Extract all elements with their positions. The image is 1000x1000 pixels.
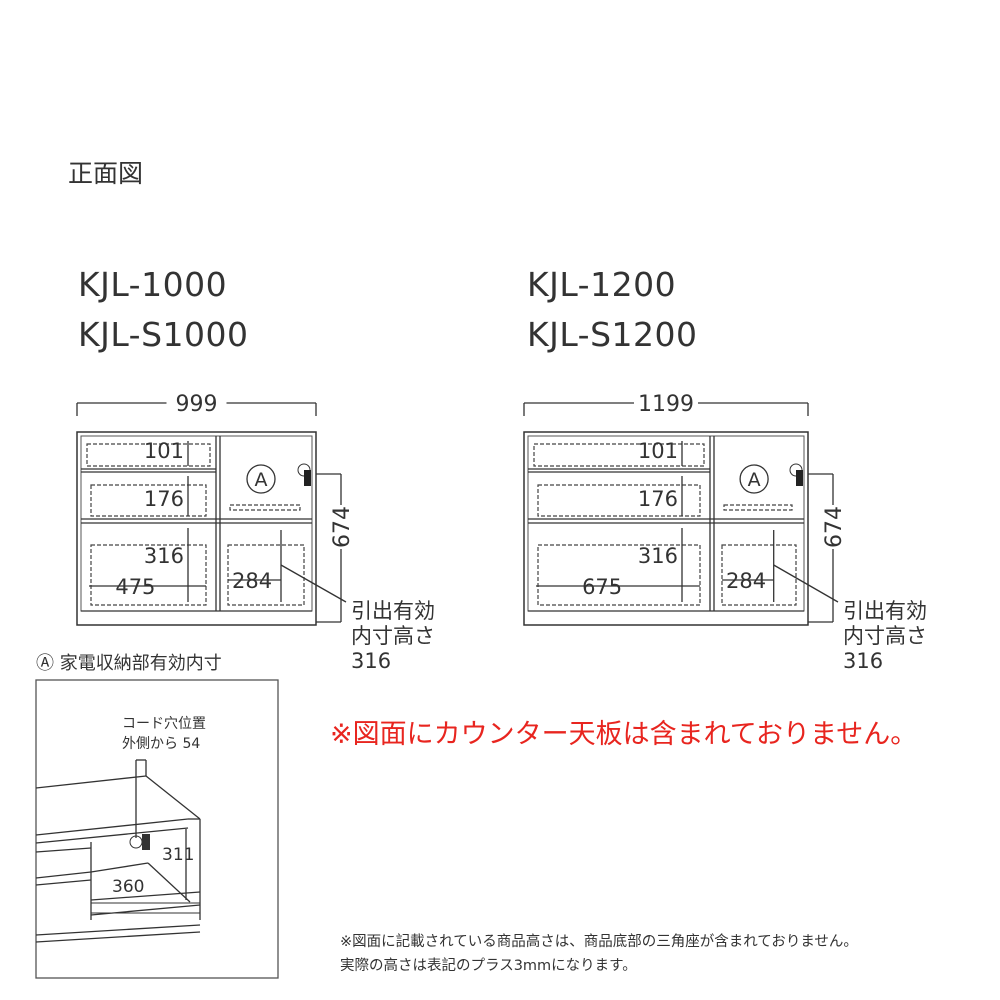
- outlet-icon: [796, 470, 803, 486]
- right-lower-width: 284: [726, 569, 766, 593]
- drawer-mid-height: 176: [144, 487, 184, 511]
- compartment-a-mark: A: [255, 469, 268, 491]
- detail-line: [35, 775, 147, 789]
- footnote: 実際の高さは表記のプラス3mmになります。: [340, 958, 637, 974]
- drawer-top-outline: [86, 443, 211, 467]
- leader-line: [773, 564, 839, 603]
- detail-line: [35, 847, 92, 853]
- detail-line: [35, 931, 201, 943]
- drawer-mid-outline: [537, 484, 701, 517]
- countertop-notice: ※図面にカウンター天板は含まれておりません。: [330, 719, 918, 750]
- pull-label: 引出有効: [843, 599, 927, 623]
- pull-label: 内寸高さ: [843, 624, 927, 648]
- drawer-right-outline: [721, 544, 797, 606]
- shelf-rail-outline: [723, 504, 793, 511]
- outlet-icon: [142, 834, 150, 850]
- detail-line: [147, 862, 191, 903]
- drawer-bottom-outline: [90, 544, 207, 606]
- detail-legend: Ⓐ 家電収納部有効内寸: [36, 653, 222, 674]
- drawer-mid-height: 176: [638, 487, 678, 511]
- drawer-bottom-height: 316: [638, 544, 678, 568]
- model-name: KJL-S1000: [78, 315, 249, 354]
- height-label: 674: [330, 506, 355, 548]
- label-bg: [634, 392, 698, 417]
- drawer-bottom-height: 316: [144, 544, 184, 568]
- detail-height: 311: [162, 845, 194, 865]
- label-bg: [329, 505, 353, 549]
- leader-line: [280, 564, 347, 603]
- detail-line: [35, 827, 189, 844]
- label-bg: [171, 392, 222, 417]
- detail-line: [35, 879, 92, 886]
- detail-line: [90, 891, 201, 901]
- drawer-mid-outline: [90, 484, 207, 517]
- page-title: 正面図: [68, 159, 144, 188]
- drawer-bottom-outline: [537, 544, 701, 606]
- cabinet-outline: [523, 431, 809, 626]
- compartment-a-icon: [739, 464, 769, 494]
- drawer-bottom-width: 475: [115, 575, 155, 599]
- detail-line: [90, 862, 149, 873]
- drawer-bottom-width: 675: [582, 575, 622, 599]
- pull-label: 316: [843, 649, 883, 673]
- label-bg: [821, 505, 845, 549]
- cord-label: コード穴位置: [122, 716, 206, 732]
- detail-line: [145, 775, 201, 820]
- cabinet-outline: [76, 431, 317, 626]
- detail-width: 360: [112, 877, 144, 897]
- cord-label: 外側から 54: [122, 736, 200, 752]
- pull-label: 内寸高さ: [351, 624, 435, 648]
- drawer-top-outline: [533, 443, 705, 467]
- outlet-icon: [304, 470, 311, 486]
- front-rail: [90, 902, 201, 914]
- compartment-a-icon: [246, 464, 276, 494]
- detail-line: [35, 924, 201, 936]
- pull-label: 引出有効: [351, 599, 435, 623]
- model-name: KJL-1000: [78, 265, 228, 304]
- width-label: 1199: [638, 392, 694, 417]
- model-name: KJL-1200: [527, 265, 677, 304]
- drawer-top-height: 101: [638, 439, 678, 463]
- model-name: KJL-S1200: [527, 315, 698, 354]
- drawer-top-height: 101: [144, 439, 184, 463]
- right-lower-width: 284: [232, 569, 272, 593]
- compartment-a-mark: A: [748, 469, 761, 491]
- detail-line: [35, 818, 189, 836]
- pull-label: 316: [351, 649, 391, 673]
- shelf-rail-outline: [229, 504, 301, 511]
- footnote: ※図面に記載されている商品高さは、商品底部の三角座が含まれておりません。: [340, 934, 858, 950]
- height-label: 674: [822, 506, 847, 548]
- width-label: 999: [176, 392, 218, 417]
- detail-line: [35, 871, 92, 879]
- drawer-right-outline: [227, 544, 305, 606]
- detail-frame: [35, 679, 279, 979]
